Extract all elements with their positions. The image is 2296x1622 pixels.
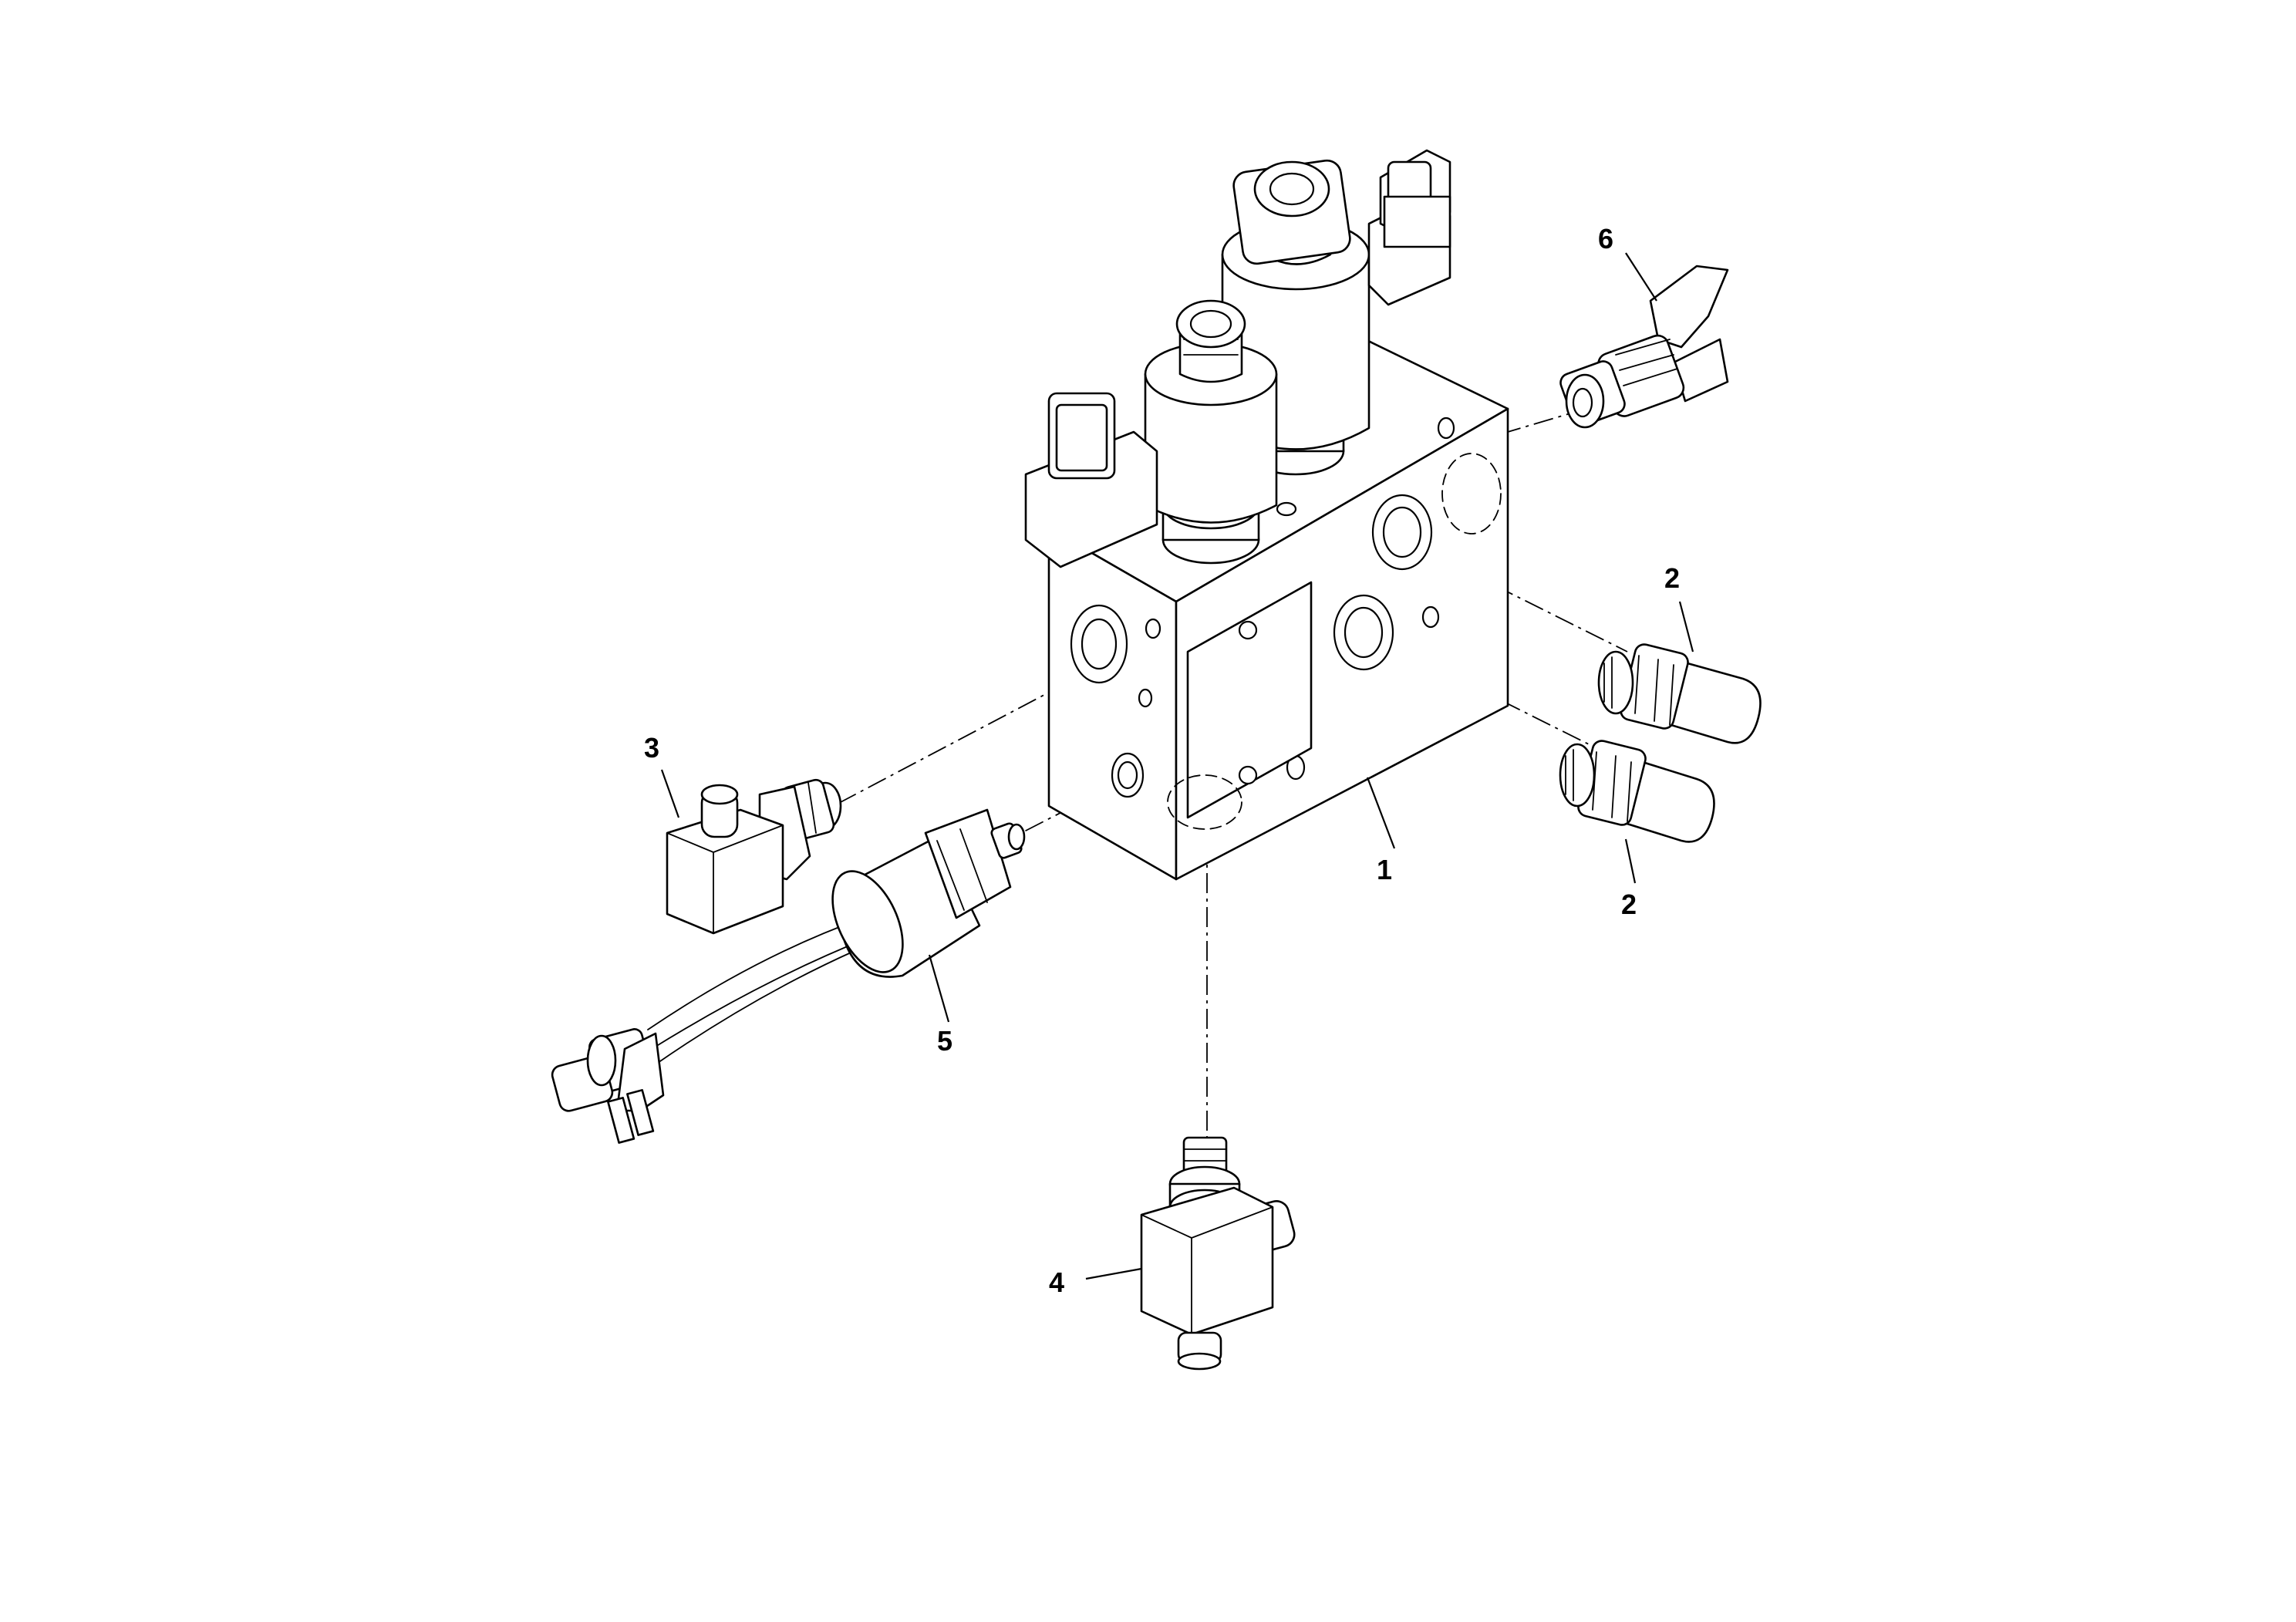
sensor-3 [666, 778, 842, 935]
port-side-rear-hidden [1441, 453, 1502, 534]
angle-fitting-6 [1559, 265, 1729, 429]
valve-block-assembly [1024, 149, 1509, 881]
callout-3: 3 [644, 732, 659, 764]
solenoid-valve-front [1024, 299, 1278, 568]
callout-2-lower: 2 [1621, 889, 1637, 920]
leader-4 [1085, 1267, 1142, 1280]
pressure-switch-5-plug [551, 1028, 665, 1144]
leader-3 [660, 769, 680, 818]
sensor-3-plug [666, 808, 784, 935]
callout-4: 4 [1049, 1266, 1064, 1298]
port-bottom-hidden [1167, 774, 1242, 830]
callouts: 1 2 2 3 4 5 6 [644, 223, 1680, 1298]
leader-2a [1678, 601, 1694, 653]
sensor-4 [1140, 1136, 1296, 1371]
sensor-4-body [1140, 1186, 1274, 1336]
callout-1: 1 [1377, 854, 1392, 885]
callout-6: 6 [1598, 223, 1613, 255]
leader-lines [660, 252, 1694, 1280]
leader-1 [1366, 777, 1396, 849]
union-fitting-2-lower [1559, 740, 1715, 843]
callout-5: 5 [937, 1025, 952, 1057]
leader-5 [928, 954, 950, 1023]
cover-plate [1186, 581, 1313, 819]
leader-2b [1624, 838, 1637, 884]
union-fitting-2-upper [1597, 643, 1762, 744]
callout-2-upper: 2 [1664, 562, 1680, 594]
leader-6 [1625, 252, 1657, 302]
pressure-switch-5 [551, 808, 1026, 1144]
